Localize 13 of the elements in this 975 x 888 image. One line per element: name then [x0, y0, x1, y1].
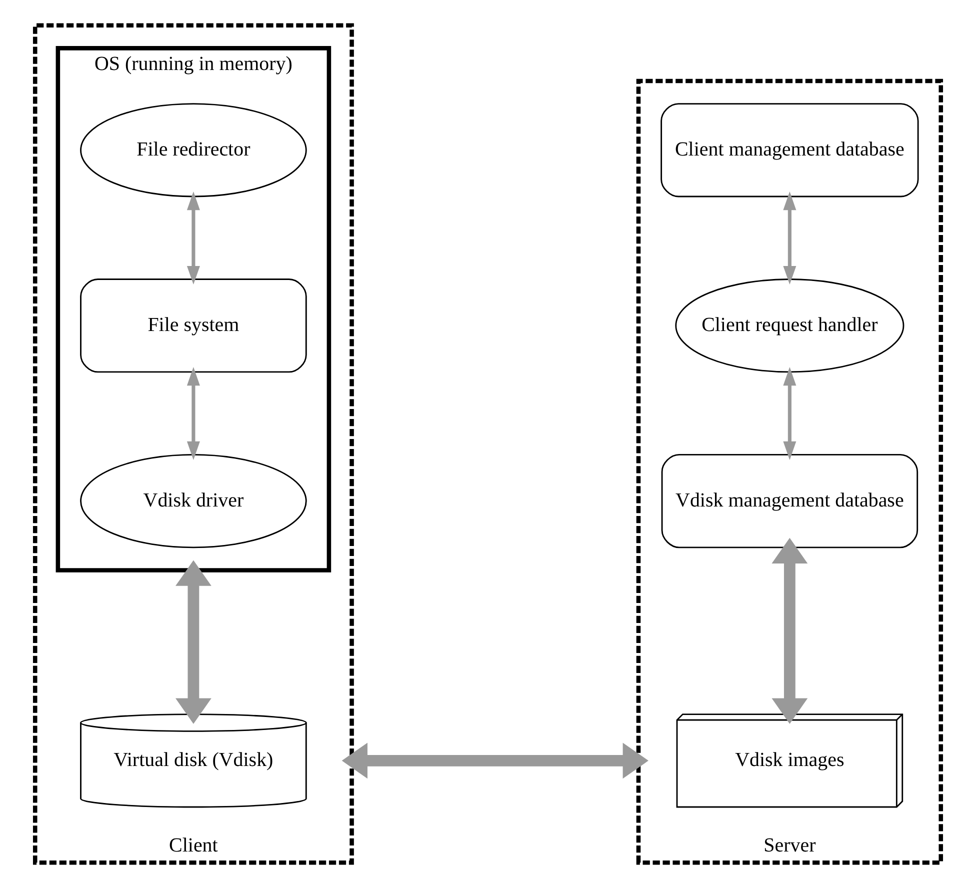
arrow — [186, 366, 200, 460]
arrow — [175, 560, 211, 724]
arrow — [771, 538, 808, 724]
node-ellipse: File redirector — [80, 103, 306, 198]
node-box: File system — [80, 278, 306, 373]
node-box: Client management database — [660, 103, 918, 198]
node-box: Vdisk management database — [660, 454, 918, 548]
arrow — [186, 192, 200, 285]
arrow — [782, 366, 796, 460]
node-ellipse: Vdisk driver — [80, 454, 306, 548]
node-ellipse: Client request handler — [674, 278, 904, 373]
arrow — [782, 192, 796, 285]
arrow — [341, 742, 648, 779]
